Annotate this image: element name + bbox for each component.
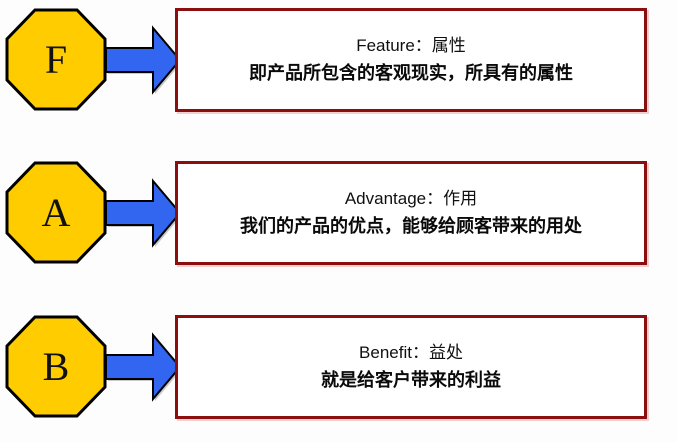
- arrow-feature: [103, 24, 183, 96]
- advantage-box: Advantage：作用 我们的产品的优点，能够给顾客带来的用处: [175, 161, 647, 265]
- right-arrow-icon: [105, 178, 182, 248]
- badge-letter: F: [44, 36, 68, 82]
- octagon-icon: [5, 8, 107, 111]
- badge-letter: B: [42, 343, 70, 389]
- benefit-badge[interactable]: B: [5, 315, 107, 418]
- octagon-icon: [5, 315, 107, 418]
- benefit-title: Benefit：益处: [359, 343, 463, 363]
- badge-letter: A: [41, 189, 71, 235]
- feature-box: Feature：属性 即产品所包含的客观现实，所具有的属性: [175, 8, 647, 112]
- feature-badge[interactable]: F: [5, 8, 107, 111]
- benefit-box: Benefit：益处 就是给客户带来的利益: [175, 315, 647, 419]
- feature-description: 即产品所包含的客观现实，所具有的属性: [249, 62, 573, 83]
- octagon-icon: [5, 161, 107, 264]
- advantage-description: 我们的产品的优点，能够给顾客带来的用处: [240, 215, 582, 236]
- fab-row-feature: F Feature：属性 即产品所包含的客观现实，所具有的属性: [0, 2, 677, 122]
- right-arrow-icon: [105, 25, 182, 95]
- right-arrow-icon: [105, 332, 182, 402]
- fab-row-benefit: B Benefit：益处 就是给客户带来的利益: [0, 309, 677, 429]
- feature-title: Feature：属性: [356, 36, 466, 56]
- advantage-title: Advantage：作用: [344, 189, 478, 209]
- arrow-benefit: [103, 331, 183, 403]
- fab-row-advantage: A Advantage：作用 我们的产品的优点，能够给顾客带来的用处: [0, 155, 677, 275]
- benefit-description: 就是给客户带来的利益: [321, 369, 501, 390]
- advantage-badge[interactable]: A: [5, 161, 107, 264]
- arrow-advantage: [103, 177, 183, 249]
